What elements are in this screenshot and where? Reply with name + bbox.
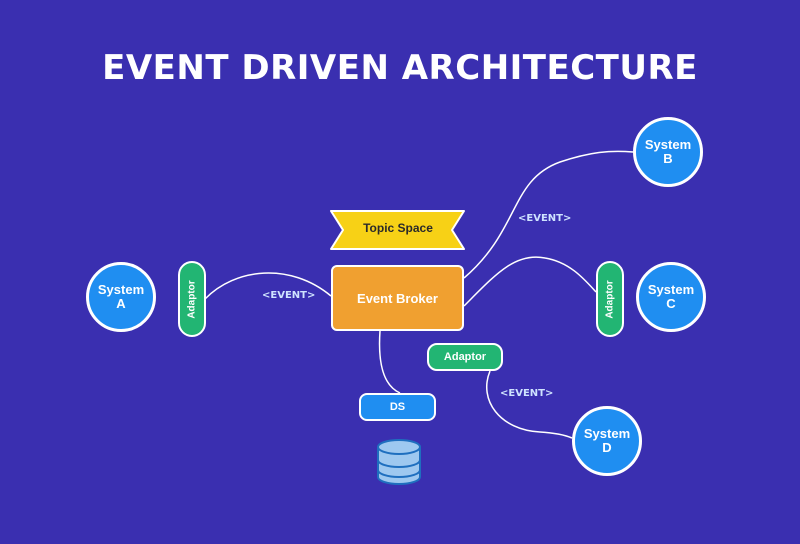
connector-adaptor-d bbox=[485, 370, 573, 439]
connector-broker-ds bbox=[378, 330, 401, 394]
system-b-line1: System bbox=[644, 137, 692, 152]
system-a-line2: A bbox=[116, 296, 126, 311]
system-d-node: System D bbox=[572, 406, 642, 476]
system-b-line2: B bbox=[663, 151, 673, 166]
adaptor-a-label: Adaptor bbox=[186, 279, 198, 319]
system-d-line2: D bbox=[602, 440, 612, 455]
event-label-a: <EVENT> bbox=[262, 290, 316, 301]
system-a-node: System A bbox=[86, 262, 156, 332]
system-b-node: System B bbox=[633, 117, 703, 187]
system-c-line1: System bbox=[647, 282, 695, 297]
adaptor-c-label: Adaptor bbox=[604, 279, 616, 319]
adaptor-d: Adaptor bbox=[427, 343, 503, 371]
database-icon bbox=[377, 439, 421, 485]
system-a-line1: System bbox=[97, 282, 145, 297]
event-label-d: <EVENT> bbox=[500, 388, 554, 399]
page-title: EVENT DRIVEN ARCHITECTURE bbox=[102, 48, 698, 88]
adaptor-c: Adaptor bbox=[596, 261, 624, 337]
connector-broker-c bbox=[463, 256, 597, 307]
adaptor-a: Adaptor bbox=[178, 261, 206, 337]
topic-space-ribbon bbox=[330, 210, 465, 250]
system-d-line1: System bbox=[583, 426, 631, 441]
event-broker: Event Broker bbox=[331, 265, 464, 331]
event-label-b: <EVENT> bbox=[518, 213, 572, 224]
system-c-node: System C bbox=[636, 262, 706, 332]
data-store-label: DS bbox=[359, 393, 436, 421]
connector-a-broker bbox=[204, 272, 332, 300]
connector-broker-b bbox=[463, 150, 634, 279]
topic-space-label: Topic Space bbox=[363, 221, 433, 235]
system-c-line2: C bbox=[666, 296, 676, 311]
